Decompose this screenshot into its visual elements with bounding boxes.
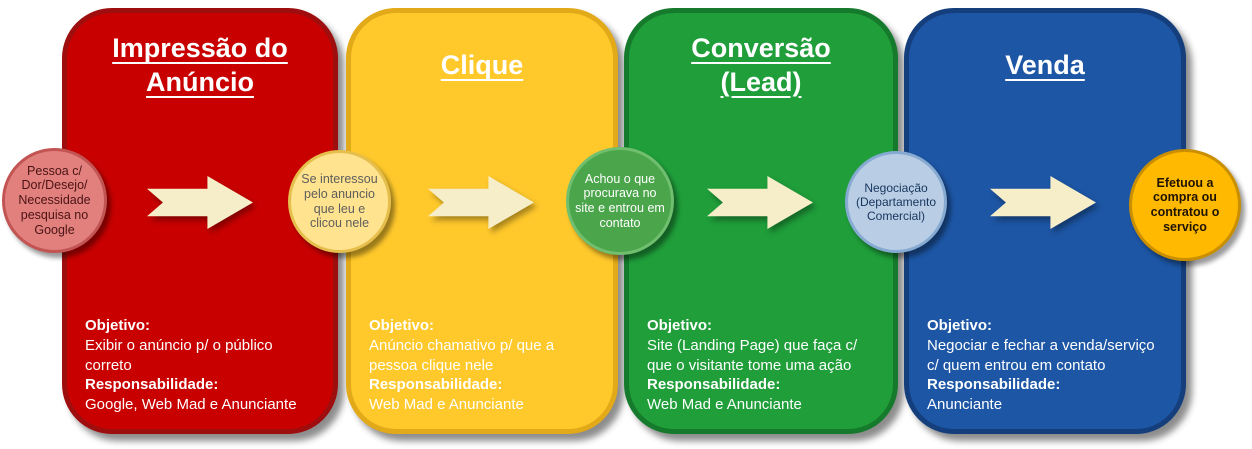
- step-circle-entrou-em-contato: Achou o que procurava no site e entrou e…: [566, 147, 674, 255]
- responsabilidade-text: Web Mad e Anunciante: [647, 396, 802, 414]
- step-circle-compra-efetuada: Efetuou a compra ou contratou o serviço: [1129, 149, 1241, 261]
- responsabilidade-text: Google, Web Mad e Anunciante: [85, 396, 297, 414]
- step-circle-text: Se interessou pelo anuncio que leu e cli…: [301, 172, 378, 231]
- arrow-right-icon: [428, 176, 534, 229]
- stage-title: Impressão do Anúncio: [112, 33, 288, 97]
- responsabilidade-text: Anunciante: [927, 396, 1003, 414]
- step-circle-pesquisa-google: Pessoa c/ Dor/Desejo/ Necessidade pesqui…: [2, 148, 107, 253]
- flow-arrow: [428, 176, 534, 229]
- flow-arrow: [990, 176, 1096, 229]
- stage-title: Clique: [440, 50, 524, 81]
- stage-title: Venda: [1005, 50, 1085, 81]
- responsabilidade-label: Responsabilidade:: [647, 376, 781, 394]
- stage-info: Objetivo: Anúncio chamativo p/ que a pes…: [369, 316, 567, 415]
- arrow-right-icon: [990, 176, 1096, 229]
- stage-title-box: Conversão (Lead): [629, 13, 893, 107]
- stage-info: Objetivo: Site (Landing Page) que faça c…: [647, 316, 881, 415]
- arrow-right-icon: [707, 176, 813, 229]
- step-circle-text: Pessoa c/ Dor/Desejo/ Necessidade pesqui…: [18, 163, 91, 237]
- step-circle-clicou-anuncio: Se interessou pelo anuncio que leu e cli…: [288, 150, 391, 253]
- flow-arrow: [147, 176, 253, 229]
- arrow-right-icon: [147, 176, 253, 229]
- stage-title-box: Venda: [909, 13, 1181, 107]
- step-circle-negociacao: Negociação (Departamento Comercial): [845, 151, 947, 253]
- stage-title: Conversão (Lead): [691, 33, 831, 97]
- objetivo-text: Negociar e fechar a venda/serviço c/ que…: [927, 336, 1155, 374]
- step-circle-text: Efetuou a compra ou contratou o serviço: [1150, 175, 1220, 234]
- stage-info: Objetivo: Negociar e fechar a venda/serv…: [927, 316, 1169, 415]
- responsabilidade-label: Responsabilidade:: [85, 376, 219, 394]
- objetivo-text: Site (Landing Page) que faça c/ que o vi…: [647, 336, 858, 374]
- stage-title-box: Clique: [351, 13, 613, 107]
- step-circle-text: Negociação (Departamento Comercial): [855, 180, 937, 224]
- objetivo-label: Objetivo:: [369, 317, 435, 335]
- step-circle-text: Achou o que procurava no site e entrou e…: [575, 171, 665, 230]
- responsabilidade-text: Web Mad e Anunciante: [369, 396, 524, 414]
- objetivo-label: Objetivo:: [927, 317, 993, 335]
- responsabilidade-label: Responsabilidade:: [369, 376, 503, 394]
- objetivo-label: Objetivo:: [85, 317, 151, 335]
- objetivo-label: Objetivo:: [647, 317, 713, 335]
- objetivo-text: Anúncio chamativo p/ que a pessoa clique…: [369, 336, 555, 374]
- flow-arrow: [707, 176, 813, 229]
- stage-title-box: Impressão do Anúncio: [67, 13, 333, 107]
- stage-info: Objetivo: Exibir o anúncio p/ o público …: [85, 316, 321, 415]
- responsabilidade-label: Responsabilidade:: [927, 376, 1061, 394]
- objetivo-text: Exibir o anúncio p/ o público correto: [85, 336, 273, 374]
